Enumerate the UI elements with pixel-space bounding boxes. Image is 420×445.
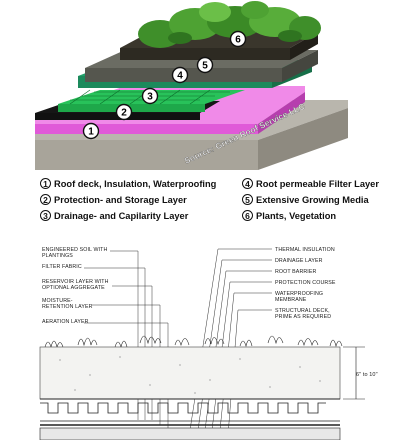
legend-text-1: Roof deck, Insulation, Waterproofing [54,178,217,189]
left-label-reservoir-line-1: RESERVOIR LAYER WITH [42,279,109,285]
left-label-moisture-line-2: RETENTION LAYER [42,304,93,310]
right-label-waterproofing-line-2: MEMBRANE [275,297,307,303]
layers-3d-drawing: 1 2 3 4 5 6 Source: Green Roof Service L… [35,1,348,170]
layer-badge-4-text: 4 [177,71,183,82]
left-label-soil-line-1: ENGINEERED SOIL WITH [42,247,107,253]
soil-stipple [59,356,321,394]
legend-text-5: Extensive Growing Media [256,194,369,205]
depth-dimension [343,346,365,400]
green-roof-layers-illustration: 1 2 3 4 5 6 Source: Green Roof Service L… [35,1,379,221]
right-label-waterproofing: WATERPROOFING MEMBRANE [275,291,323,303]
left-label-moisture-line-1: MOISTURE- [42,298,73,304]
pink-membrane-front [35,124,258,134]
left-label-soil: ENGINEERED SOIL WITH PLANTINGS [42,247,107,259]
section-structural-deck [39,427,341,441]
legend-text-4: Root permeable Filter Layer [256,178,379,189]
layer-badge-3-text: 3 [147,92,153,103]
right-label-drainage: DRAINAGE LAYER [275,258,323,264]
right-label-waterproofing-line-1: WATERPROOFING [275,291,323,297]
legend-text-3: Drainage- and Capilarity Layer [54,210,189,221]
legend-item-1: 1 Roof deck, Insulation, Waterproofing [40,178,216,189]
layer-badge-5-text: 5 [202,61,208,72]
section-soil [39,346,341,400]
right-label-deck-line-1: STRUCTURAL DECK, [275,308,330,314]
layer-badge-1-text: 1 [88,127,94,138]
concrete-deck-front [35,140,258,170]
section-drainage-cups [40,402,326,414]
legend-item-4: 4 Root permeable Filter Layer [242,178,379,189]
legend-number-1: 1 [40,178,51,189]
layer-badge-6-text: 6 [235,35,241,46]
right-label-thermal: THERMAL INSULATION [275,247,335,253]
layer-badge-2: 2 [115,103,133,121]
legend-item-5: 5 Extensive Growing Media [242,194,369,205]
layer-badge-6: 6 [229,30,247,48]
legend-number-2: 2 [40,194,51,205]
right-leader-lines [189,248,272,436]
left-label-reservoir-line-2: OPTIONAL AGGREGATE [42,285,105,291]
legend-number-6: 6 [242,210,253,221]
legend-text-6: Plants, Vegetation [256,210,337,221]
section-plants [44,335,343,349]
layer-badge-1: 1 [82,122,100,140]
pink-membrane-side [258,92,305,134]
soil-layer-front [120,48,290,60]
right-label-structural-deck: STRUCTURAL DECK, PRIME AS REQUIRED [275,308,331,320]
legend-text-2: Protection- and Storage Layer [54,194,187,205]
depth-dimension-label: 6" to 10" [356,372,378,378]
legend-item-6: 6 Plants, Vegetation [242,210,336,221]
legend-number-5: 5 [242,194,253,205]
drainage-grid [69,89,230,105]
right-label-deck-line-2: PRIME AS REQUIRED [275,314,331,320]
left-label-moisture: MOISTURE- RETENTION LAYER [42,298,93,310]
right-label-root-barrier: ROOT BARRIER [275,269,316,275]
gravel-layer-side [282,50,318,82]
concrete-deck-side [258,108,348,170]
layer-badge-4: 4 [171,66,189,84]
right-label-protection: PROTECTION COURSE [275,280,336,286]
left-label-soil-line-2: PLANTINGS [42,253,73,259]
layer-badge-3: 3 [141,87,159,105]
left-label-filter-fabric: FILTER FABRIC [42,264,82,270]
legend-number-4: 4 [242,178,253,189]
section-drawing-svg: ENGINEERED SOIL WITH PLANTINGS FILTER FA… [39,247,378,441]
drainage-layer-front [58,104,205,112]
green-roof-section-drawing: ENGINEERED SOIL WITH PLANTINGS FILTER FA… [0,235,420,441]
legend-item-2: 2 Protection- and Storage Layer [40,194,187,205]
plants-vegetation [138,1,321,48]
left-label-reservoir: RESERVOIR LAYER WITH OPTIONAL AGGREGATE [42,279,109,291]
legend-item-3: 3 Drainage- and Capilarity Layer [40,210,188,221]
layer-badge-5: 5 [196,56,214,74]
legend-number-3: 3 [40,210,51,221]
left-label-aeration: AERATION LAYER [42,319,89,325]
layer-badge-2-text: 2 [121,108,127,119]
